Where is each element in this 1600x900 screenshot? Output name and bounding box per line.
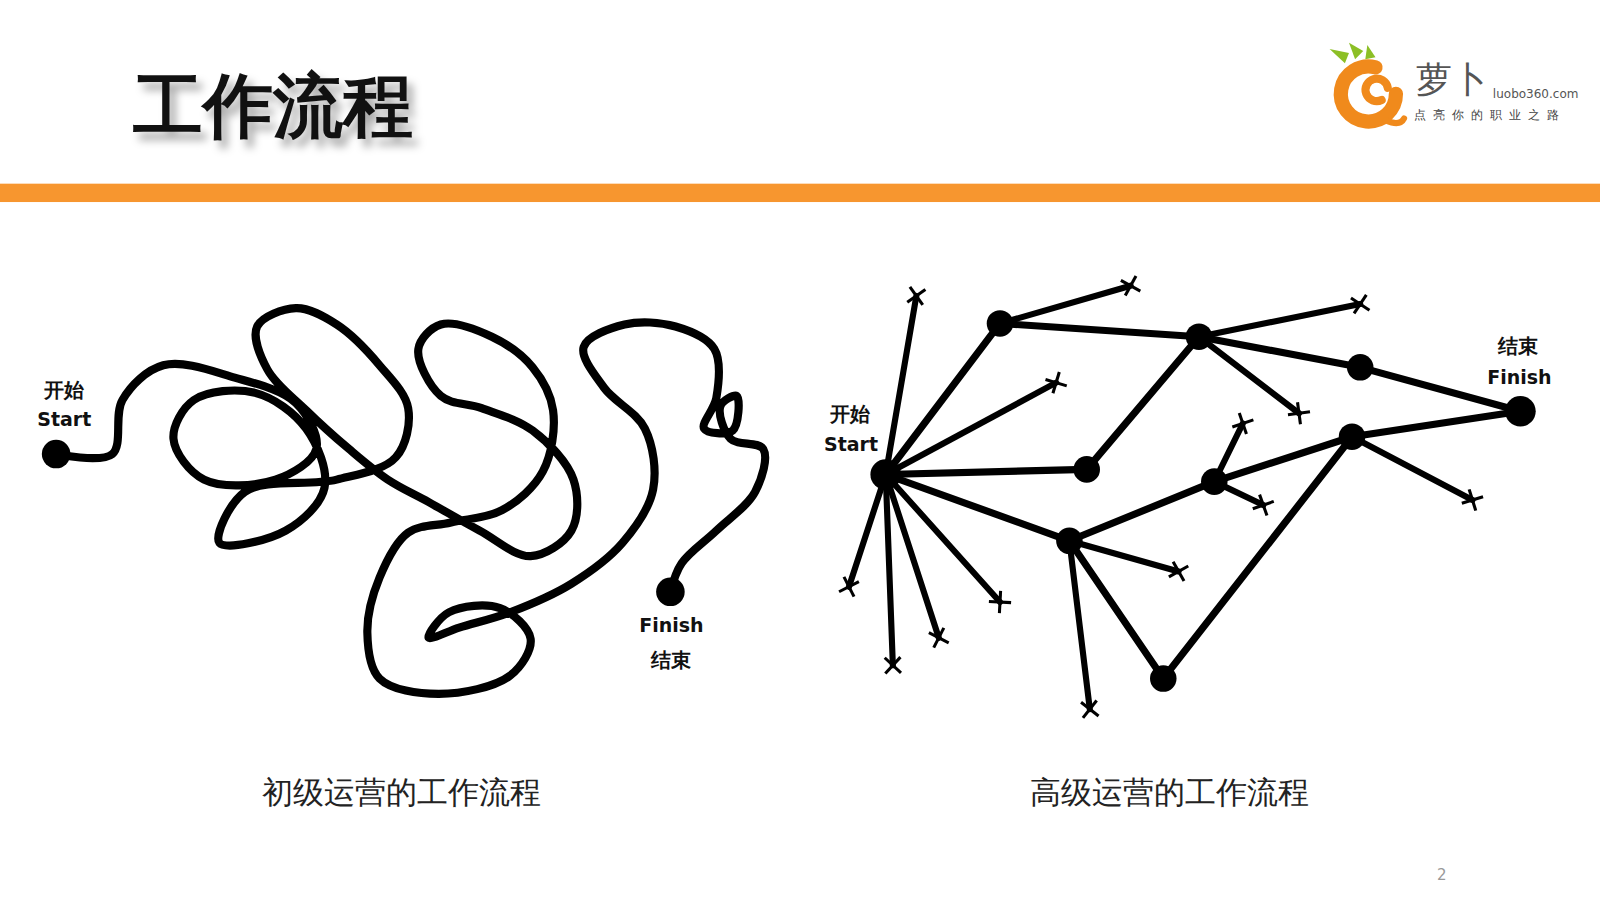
- start-label: 开始: [42, 379, 86, 402]
- finish-label: 结束: [1496, 335, 1540, 358]
- x-mark: [1351, 298, 1370, 310]
- junction-dot: [1339, 423, 1366, 450]
- x-mark: [1232, 420, 1253, 427]
- finish-label: 结束: [649, 649, 693, 672]
- tangled-line: [56, 308, 765, 694]
- path-segment: [1069, 482, 1214, 541]
- junction-dot: [987, 310, 1014, 337]
- dead-end-line: [1000, 286, 1131, 324]
- dead-end-line: [886, 474, 893, 665]
- x-mark: [999, 591, 1000, 613]
- page-number: 2: [1437, 867, 1447, 884]
- x-mark: [1469, 489, 1476, 510]
- junction-dot: [1056, 528, 1083, 555]
- dead-end-line: [886, 474, 939, 637]
- junction-dot: [1347, 354, 1374, 381]
- start-label: Start: [822, 434, 880, 456]
- end-dot: [42, 440, 71, 469]
- dead-end-line: [886, 296, 917, 475]
- orange-bar: [0, 184, 1600, 202]
- path-segment: [886, 469, 1087, 474]
- x-mark: [885, 657, 900, 673]
- path-segment: [886, 323, 1000, 474]
- dead-end-line: [1199, 337, 1299, 414]
- dead-end-line: [1199, 304, 1360, 337]
- path-segment: [1352, 411, 1520, 437]
- finish-label: Finish: [637, 615, 705, 637]
- x-mark: [934, 628, 944, 648]
- dead-end-line: [886, 474, 1000, 602]
- network-graph: [839, 276, 1536, 718]
- dead-end-line: [1069, 541, 1089, 709]
- x-mark: [1173, 562, 1184, 581]
- x-mark: [1260, 495, 1267, 516]
- x-mark: [1083, 700, 1097, 717]
- logo-url: luobo360.com: [1493, 88, 1579, 102]
- junction-dot: [1186, 323, 1213, 350]
- end-dot: [656, 578, 685, 607]
- x-mark: [839, 582, 859, 592]
- path-segment: [1163, 437, 1352, 679]
- x-mark: [1045, 379, 1066, 385]
- slide-title: 工作流程: [133, 68, 413, 145]
- x-mark: [1121, 280, 1140, 291]
- finish-label: Finish: [1485, 367, 1553, 389]
- start-label: Start: [35, 409, 93, 431]
- logo-mark: [1330, 43, 1404, 123]
- dead-end-line: [1352, 437, 1472, 500]
- start-label: 开始: [828, 403, 872, 426]
- x-mark: [907, 290, 925, 303]
- tangled-path: [42, 308, 765, 694]
- x-mark: [1298, 402, 1301, 424]
- x-mark: [885, 658, 901, 673]
- path-segment: [1087, 337, 1199, 470]
- logo-slogan: 点亮你的职业之路: [1414, 109, 1566, 123]
- dead-end-line: [1069, 541, 1178, 572]
- path-segment: [1000, 323, 1199, 336]
- dead-end-line: [849, 474, 886, 586]
- junction-dot: [1201, 468, 1228, 495]
- dead-end-line: [886, 383, 1056, 475]
- junction-dot: [1073, 456, 1100, 483]
- junction-dot: [1505, 396, 1536, 427]
- junction-dot: [1150, 665, 1177, 692]
- caption: 高级运营的工作流程: [1030, 775, 1309, 811]
- junction-dot: [870, 459, 901, 490]
- caption: 初级运营的工作流程: [262, 775, 541, 811]
- logo-name: 萝卜: [1416, 59, 1488, 100]
